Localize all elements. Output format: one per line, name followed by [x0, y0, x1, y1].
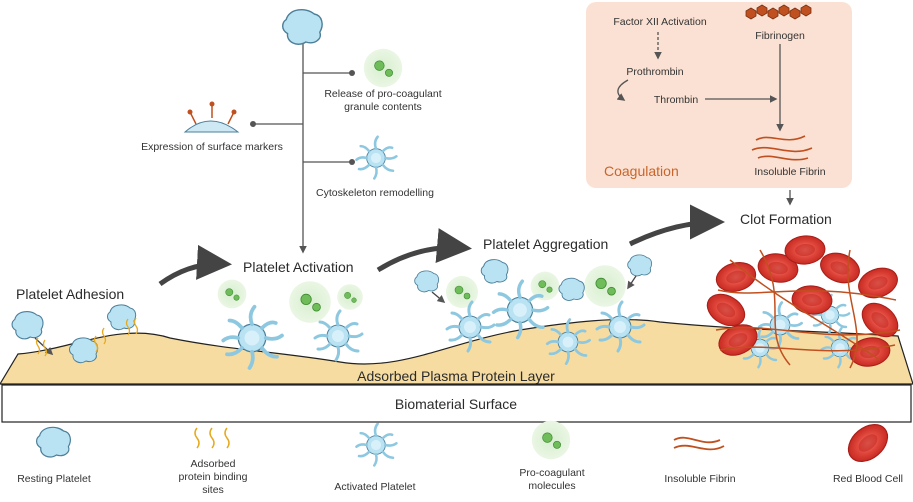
aggregation-to-clot-arrow: [628, 204, 725, 247]
legend-fibrin-label: Insoluble Fibrin: [664, 473, 735, 485]
legend-rbc-icon: [840, 416, 896, 470]
surface-label: Biomaterial Surface: [395, 396, 517, 412]
legend-adsorbed-label-1: Adsorbed: [191, 458, 236, 470]
step-aggregation: Platelet Aggregation: [483, 236, 608, 252]
legend-resting-icon: [35, 426, 71, 458]
legend-resting-label: Resting Platelet: [17, 473, 91, 485]
cytoskeleton-label: Cytoskeleton remodelling: [316, 187, 434, 199]
legend-rbc-label: Red Blood Cell: [833, 473, 903, 485]
adhesion-scene: [11, 304, 139, 364]
fibrinogen-icon: [745, 4, 812, 20]
legend: Resting Platelet Adsorbed protein bindin…: [17, 416, 903, 496]
legend-fibrin-icon: [673, 436, 725, 451]
activated-platelet-icon: [355, 135, 398, 180]
legend-binding-sites-icon: [194, 427, 230, 449]
thrombin-label: Thrombin: [654, 94, 699, 106]
factor-xii-label: Factor XII Activation: [613, 16, 707, 28]
fibrinogen-label: Fibrinogen: [755, 30, 805, 42]
legend-adsorbed-label-3: sites: [202, 484, 224, 496]
coagulation-box: [586, 2, 852, 188]
prothrombin-arrow: [616, 79, 629, 101]
step-clot: Clot Formation: [740, 211, 832, 227]
legend-procoag-label-1: Pro-coagulant: [519, 467, 584, 479]
release-branch-dot: [349, 70, 355, 76]
coagulation-title: Coagulation: [604, 163, 679, 179]
step-adhesion: Platelet Adhesion: [16, 286, 124, 302]
legend-adsorbed-label-2: protein binding: [179, 471, 248, 483]
protein-layer-label: Adsorbed Plasma Protein Layer: [357, 368, 555, 384]
release-label-2: granule contents: [344, 101, 422, 113]
fibrin-strand-icon: [751, 135, 813, 161]
legend-activated-icon: [355, 422, 398, 467]
resting-platelet-top-icon: [282, 9, 323, 45]
aggregation-scene: [414, 254, 653, 365]
cytoskeleton-branch-dot: [349, 159, 355, 165]
clot-scene: [701, 233, 905, 370]
surface-markers-icon: [183, 101, 240, 133]
biomaterial-surface: [1, 384, 912, 423]
markers-label: Expression of surface markers: [141, 141, 283, 153]
activation-to-aggregation-arrow: [376, 228, 472, 273]
granule-release-icon: [363, 48, 403, 88]
prothrombin-label: Prothrombin: [626, 66, 683, 78]
legend-procoag-icon: [531, 420, 571, 460]
adhesion-to-activation-arrow: [158, 244, 232, 287]
markers-branch-dot: [250, 121, 256, 127]
release-label-1: Release of pro-coagulant: [324, 88, 441, 100]
step-activation: Platelet Activation: [243, 259, 354, 275]
insoluble-fibrin-label: Insoluble Fibrin: [754, 166, 825, 178]
legend-activated-label: Activated Platelet: [334, 481, 415, 493]
legend-procoag-label-2: molecules: [528, 480, 575, 492]
